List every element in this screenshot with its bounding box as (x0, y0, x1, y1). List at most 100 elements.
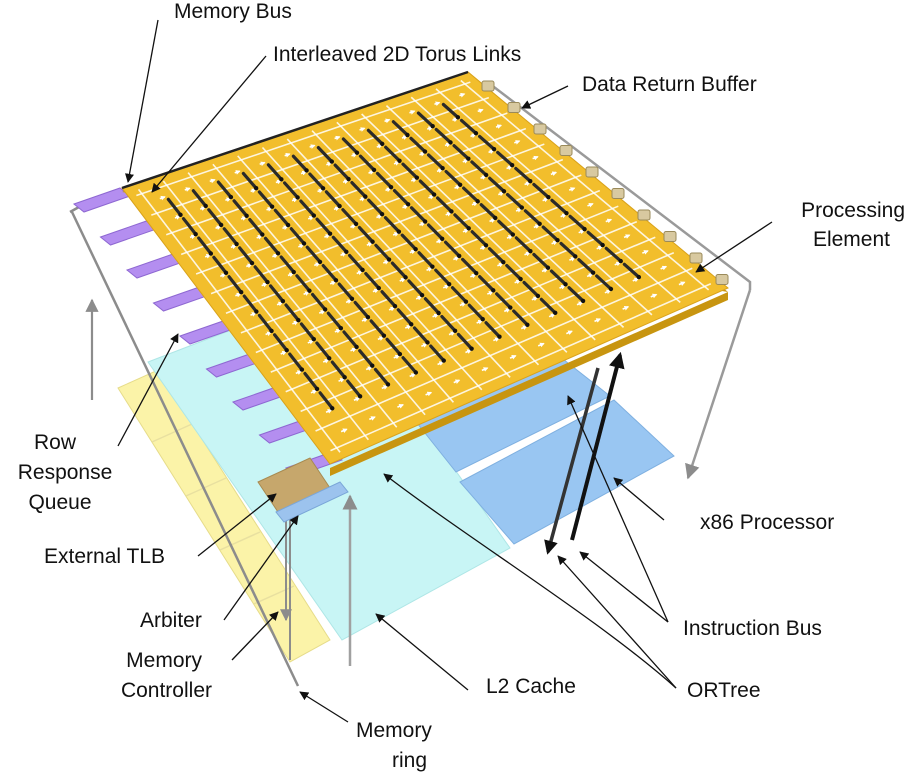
pe-node (344, 249, 349, 255)
pe-node (573, 254, 578, 259)
pe-node (265, 279, 270, 285)
pe-node (446, 281, 452, 287)
processing-element (316, 146, 334, 164)
row-response-queue-entry (72, 187, 132, 213)
pe-node (307, 288, 312, 293)
pe-node (299, 367, 305, 372)
pe-node (330, 406, 335, 411)
processing-element (479, 203, 497, 220)
pe-node (304, 168, 309, 173)
pe-node (193, 231, 198, 237)
pe-node (600, 242, 605, 248)
processing-element (423, 297, 441, 315)
pe-node (518, 276, 523, 282)
processing-element (257, 313, 274, 333)
torus-link-arrow (495, 124, 503, 129)
pe-node (342, 375, 347, 380)
pe-node (564, 210, 569, 216)
processing-element (197, 236, 213, 256)
torus-link-arrow (559, 285, 566, 290)
pe-node (284, 348, 289, 353)
torus-link-row (315, 267, 693, 432)
pe-array (121, 71, 729, 476)
processing-element (212, 255, 228, 275)
pe-node (218, 222, 224, 228)
label-x86-processor: x86 Processor (700, 511, 835, 534)
callout-lines (117, 19, 773, 723)
torus-link-arrow (338, 378, 345, 383)
pe-node (223, 270, 229, 276)
pe-node (425, 340, 430, 345)
processing-element (257, 190, 274, 209)
pe-node (269, 328, 274, 334)
pe-node (238, 290, 244, 295)
label-row-response-queue-line3: Queue (28, 491, 92, 514)
torus-link-arrow (329, 280, 337, 286)
row-response-queue-entry (99, 220, 158, 246)
torus-link-arrow (189, 234, 197, 240)
processing-element (434, 268, 451, 286)
processing-element (426, 223, 444, 241)
pe-node (320, 186, 326, 191)
processing-element (522, 280, 540, 298)
processing-element (467, 303, 485, 321)
torus-link-arrow (184, 187, 191, 192)
torus-link-row (300, 251, 675, 413)
processing-element (369, 319, 386, 338)
processing-element (166, 197, 183, 217)
processing-element (357, 225, 375, 244)
processing-element (308, 172, 325, 190)
pe-node (388, 184, 394, 190)
x86-processor-tile-2 (459, 399, 675, 545)
pe-node (413, 246, 418, 252)
torus-link-arrow (209, 178, 216, 184)
processing-element (567, 286, 585, 303)
torus-link-arrow (514, 140, 521, 145)
processing-element (353, 300, 370, 319)
pe-node (501, 259, 506, 265)
processing-element (412, 326, 430, 345)
pe-node (555, 237, 560, 243)
processing-element (604, 246, 623, 263)
processing-element (416, 111, 435, 128)
processing-element (453, 213, 471, 230)
processing-element (341, 208, 358, 226)
processing-element (216, 180, 233, 199)
processing-element (342, 330, 359, 349)
pe-node (463, 299, 469, 304)
data-return-buffer-entry (533, 123, 547, 135)
label-memory-ring-line1: Memory (356, 719, 432, 742)
torus-link-arrow (334, 328, 342, 334)
processing-element (315, 217, 332, 236)
pe-node (419, 292, 425, 298)
torus-link-arrow (377, 336, 385, 341)
torus-link-arrow (576, 301, 584, 307)
pe-node (260, 232, 265, 237)
processing-element (384, 145, 402, 163)
processing-element (418, 179, 436, 197)
torus-link-arrow (276, 301, 284, 307)
pe-node (580, 298, 586, 304)
pe-node (491, 147, 497, 152)
processing-element (358, 349, 374, 368)
label-torus-links: Interleaved 2D Torus Links (273, 43, 522, 66)
pe-node (338, 326, 344, 331)
pe-node (466, 226, 471, 231)
pe-node (440, 165, 445, 171)
torus-link-arrow (361, 317, 369, 323)
processing-element (512, 309, 529, 327)
processing-element (392, 188, 410, 206)
pe-node (329, 159, 335, 164)
torus-link-arrow (442, 284, 450, 290)
processing-element (496, 150, 514, 167)
pe-node (475, 199, 480, 204)
pe-node (370, 239, 375, 244)
processing-element (284, 303, 300, 322)
torus-link-arrow (345, 299, 353, 304)
data-return-buffer-entry (689, 252, 703, 264)
processing-element (595, 274, 613, 291)
torus-link-arrow (426, 267, 433, 272)
processing-element (242, 294, 258, 314)
processing-element (347, 253, 365, 272)
processing-element (401, 162, 419, 180)
